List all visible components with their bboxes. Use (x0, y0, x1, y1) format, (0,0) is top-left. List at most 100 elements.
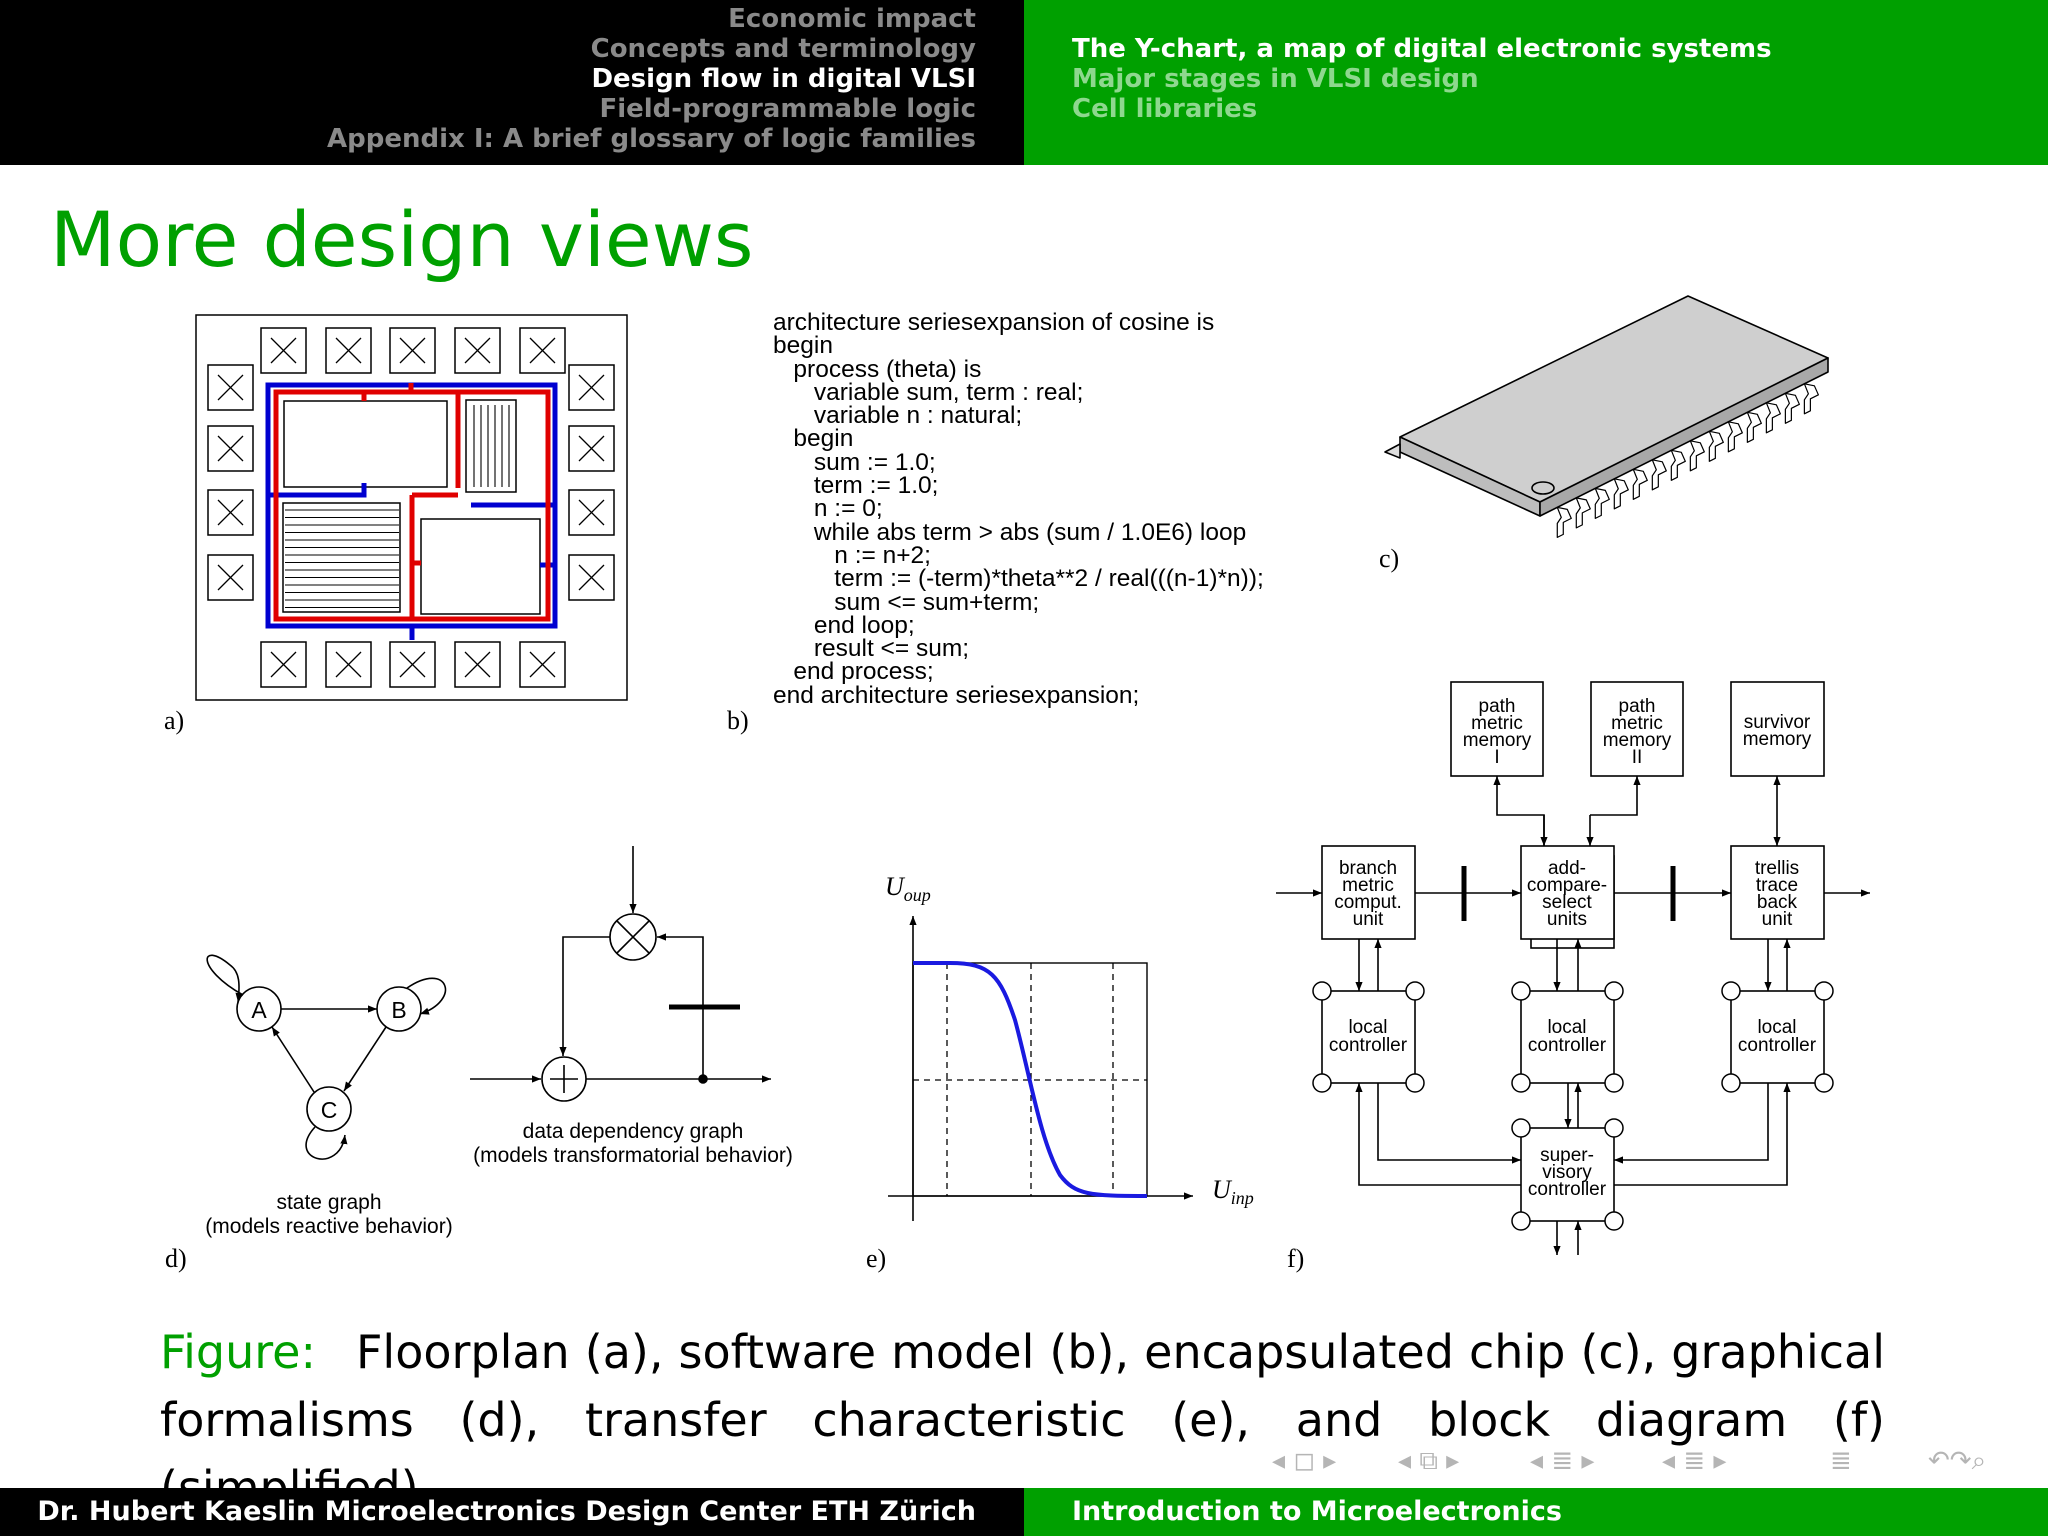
nav-subsection-icons[interactable]: ◂ ⧉ ▸ (1398, 1446, 1460, 1476)
nav-subsection-y-chart[interactable]: The Y-chart, a map of digital electronic… (1072, 34, 1772, 64)
io-pad (519, 327, 566, 374)
chip-pin (1575, 497, 1591, 529)
rom-block (282, 502, 401, 613)
nav-appendix-icon[interactable]: ≣ (1830, 1446, 1852, 1476)
footer-author: Dr. Hubert Kaeslin Microelectronics Desi… (37, 1496, 976, 1527)
code-line: process (theta) is (773, 355, 982, 383)
port-circle (1405, 981, 1425, 1001)
code-line: sum := 1.0; (773, 448, 936, 476)
io-pad (207, 554, 254, 601)
nav-search-icon[interactable]: ↶↷⌕ (1928, 1446, 1987, 1476)
chip-pin (1670, 449, 1686, 481)
chip-pin (1727, 421, 1743, 453)
header-subsections: The Y-chart, a map of digital electronic… (1024, 0, 2048, 165)
block-local-ctrl-2 (1520, 990, 1615, 1084)
nav-subsection-major-stages[interactable]: Major stages in VLSI design (1072, 64, 1479, 94)
nav-frame-icons[interactable]: ◂ ◻ ▸ (1272, 1446, 1337, 1476)
block-survivor-memory (1730, 681, 1825, 777)
chip-pin (1556, 506, 1572, 538)
code-line: end architecture seriesexpansion; (773, 681, 1140, 709)
code-line: term := 1.0; (773, 472, 939, 500)
panel-a-label: a) (164, 706, 184, 735)
block-branch-metric (1321, 845, 1416, 940)
code-line: while abs term > abs (sum / 1.0E6) loop (773, 518, 1247, 546)
chip-pin (1803, 383, 1819, 415)
io-pad (568, 425, 615, 472)
transfer-curve (913, 961, 1148, 1198)
state-c-label: C (321, 1097, 338, 1123)
state-c (306, 1086, 352, 1132)
dd-graph-caption: data dependency graph (523, 1120, 744, 1143)
io-pad (519, 641, 566, 688)
port-circle (1511, 981, 1531, 1001)
block-supervisory (1520, 1127, 1615, 1222)
code-line: sum <= sum+term; (773, 588, 1040, 616)
port-circle (1511, 1073, 1531, 1093)
block-pm-memory-1 (1450, 681, 1544, 777)
nav-section-design-flow[interactable]: Design flow in digital VLSI (591, 64, 976, 94)
port-circle (1604, 1211, 1624, 1231)
nav-section-fpl[interactable]: Field-programmable logic (599, 94, 976, 124)
x-axis-label: Uinp (1212, 1175, 1254, 1208)
io-pad (389, 327, 436, 374)
nav-subsection-cell-libraries[interactable]: Cell libraries (1072, 94, 1258, 124)
port-circle (1511, 1211, 1531, 1231)
state-graph (206, 954, 447, 1160)
panel-d-label: d) (165, 1244, 187, 1273)
port-circle (1721, 1073, 1741, 1093)
io-pad (454, 327, 501, 374)
footer-course: Introduction to Microelectronics (1072, 1496, 1562, 1527)
nav-section-icons[interactable]: ◂ ≣ ▸ (1530, 1446, 1595, 1476)
code-line: result <= sum; (773, 635, 970, 663)
port-circle (1721, 981, 1741, 1001)
state-a-label: A (251, 997, 267, 1023)
nav-section-economic-impact[interactable]: Economic impact (728, 4, 976, 34)
io-pad (325, 327, 372, 374)
state-graph-subcaption: (models reactive behavior) (205, 1215, 452, 1238)
dd-graph-subcaption: (models transformatorial behavior) (473, 1144, 793, 1167)
port-circle (1604, 1073, 1624, 1093)
nav-document-icons[interactable]: ◂ ≣ ▸ (1662, 1446, 1727, 1476)
code-line: architecture seriesexpansion of cosine i… (773, 309, 1215, 336)
panel-f-label: f) (1287, 1244, 1304, 1273)
io-pad (568, 554, 615, 601)
block-acs (1520, 845, 1615, 940)
port-circle (1312, 981, 1332, 1001)
code-line: begin (773, 332, 833, 360)
port-circle (1511, 1118, 1531, 1138)
header-sections: Economic impact Concepts and terminology… (0, 0, 1024, 165)
chip-pin (1746, 411, 1762, 443)
io-pad (207, 364, 254, 411)
y-axis-label: Uoup (885, 872, 931, 905)
encapsulated-chip (1384, 295, 1829, 538)
io-pad (260, 641, 307, 688)
io-pad (454, 641, 501, 688)
data-dependency-graph (470, 846, 771, 1102)
slide-title: More design views (50, 195, 754, 284)
port-circle (1814, 981, 1834, 1001)
panel-e-label: e) (866, 1244, 886, 1273)
code-line: end process; (773, 658, 934, 686)
blue-routing (265, 382, 558, 640)
code-line: term := (-term)*theta**2 / real(((n-1)*n… (773, 565, 1264, 593)
nav-section-appendix[interactable]: Appendix I: A brief glossary of logic fa… (327, 124, 976, 154)
state-graph-caption: state graph (276, 1191, 381, 1214)
nav-section-concepts[interactable]: Concepts and terminology (590, 34, 976, 64)
footer-left: Dr. Hubert Kaeslin Microelectronics Desi… (0, 1488, 1024, 1536)
chip-pin (1765, 402, 1781, 434)
block-diagram (1312, 681, 1834, 1231)
code-line: variable n : natural; (773, 402, 1023, 430)
chip-pin (1708, 430, 1724, 462)
chip-pin (1689, 440, 1705, 472)
chip-pin (1594, 487, 1610, 519)
code-line: begin (773, 425, 854, 453)
register-block (465, 399, 517, 493)
